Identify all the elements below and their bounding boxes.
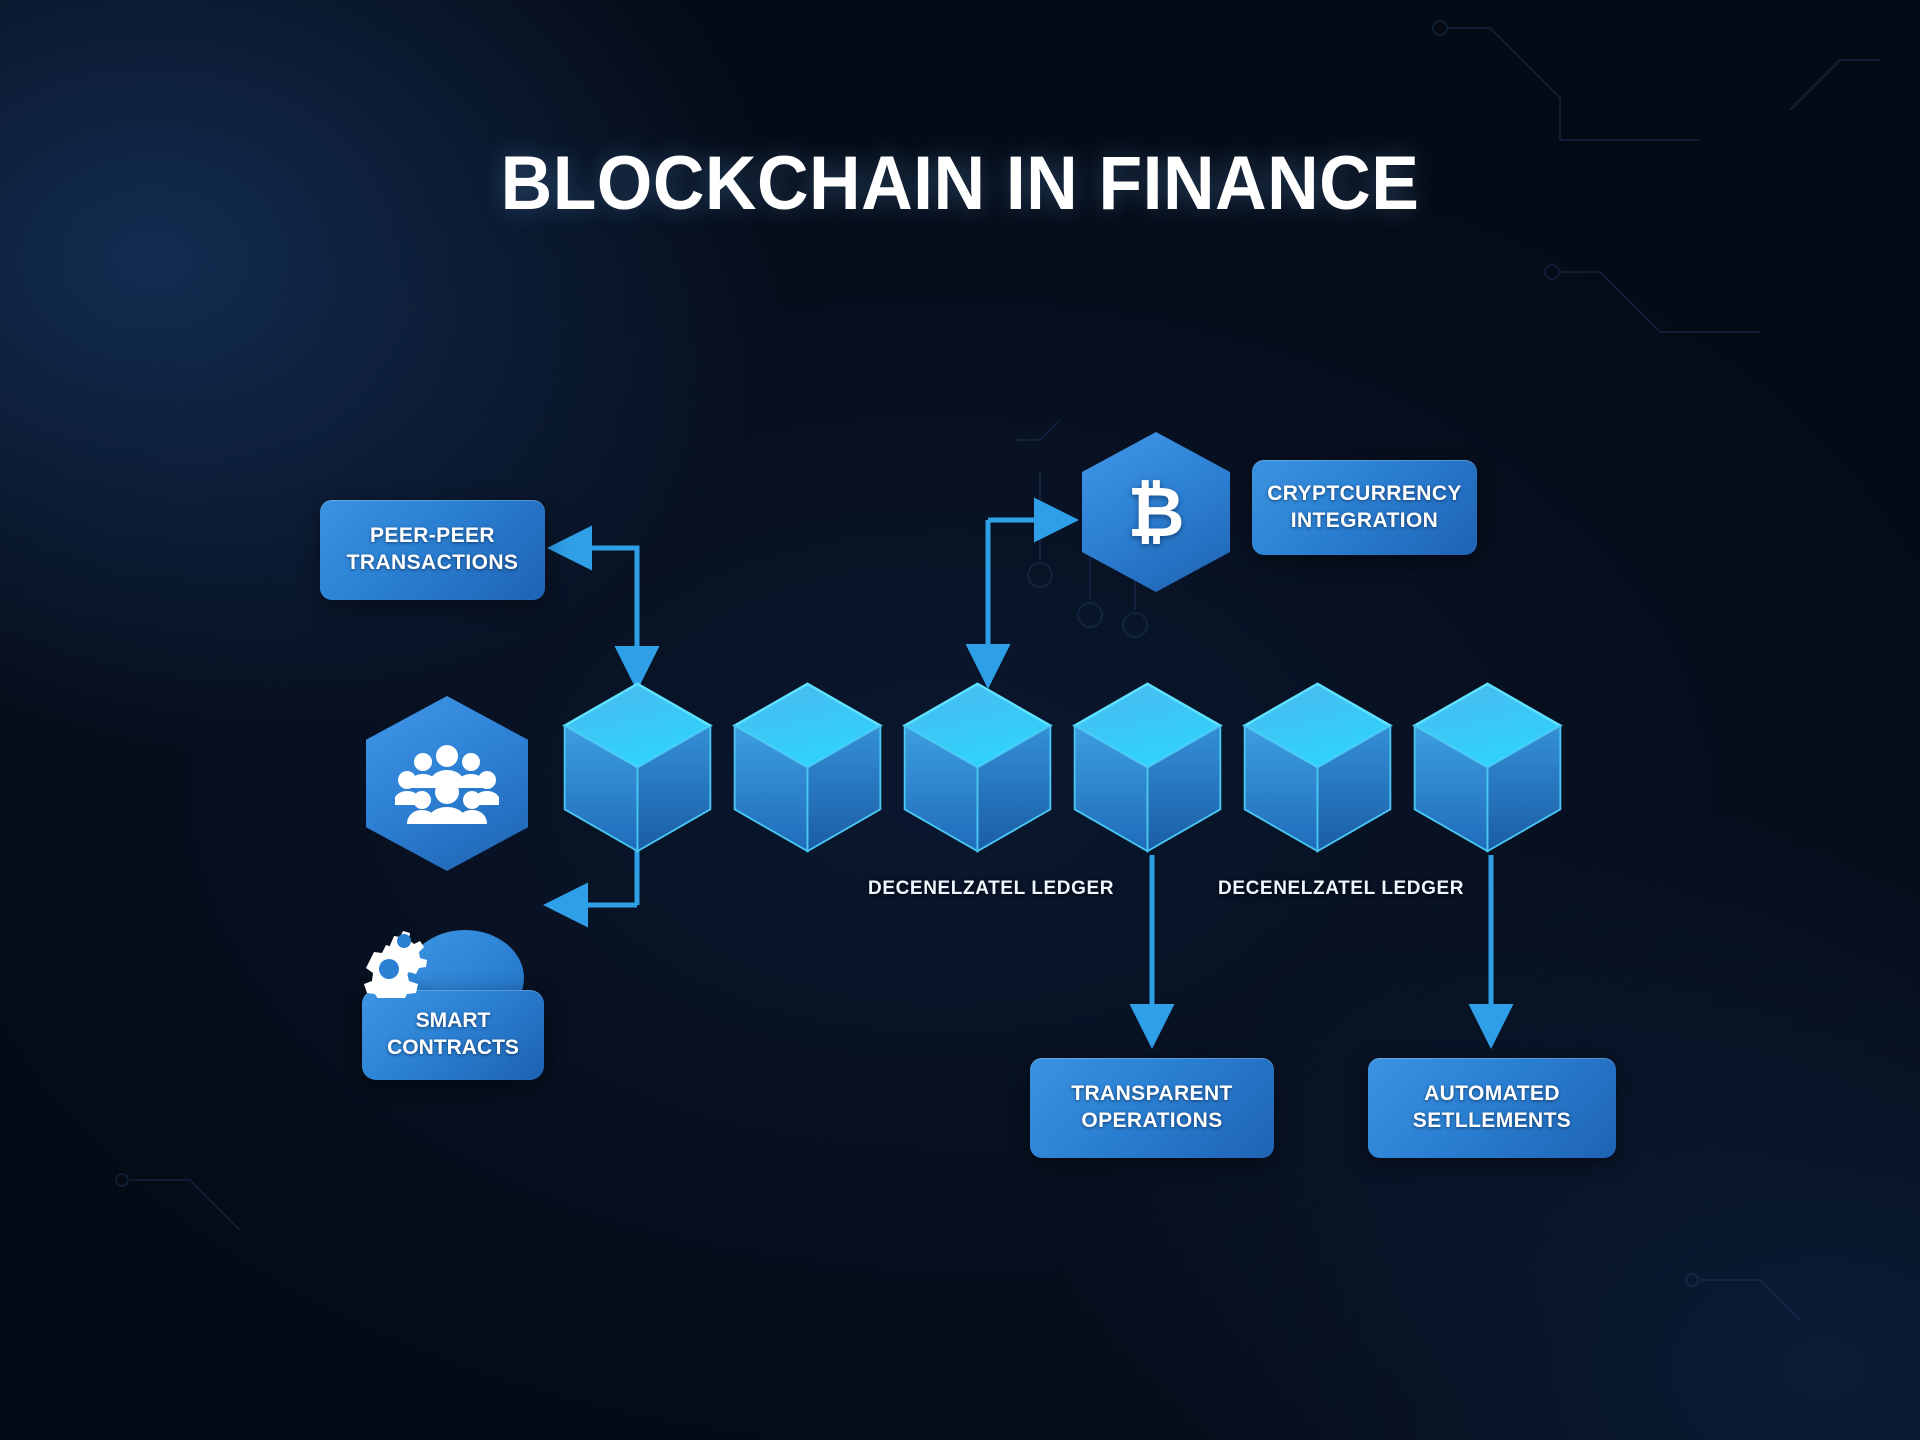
blockchain-cube[interactable] (900, 680, 1055, 855)
peer-peer-line1: PEER-PEER (370, 524, 495, 548)
peer-peer-transactions-box[interactable]: PEER-PEER TRANSACTIONS (320, 500, 545, 600)
transparent-operations-box[interactable]: TRANSPARENT OPERATIONS (1030, 1058, 1274, 1158)
transparent-line2: OPERATIONS (1081, 1109, 1223, 1132)
smart-contracts-box[interactable]: SMART CONTRACTS (362, 990, 544, 1080)
crypto-line1: CRYPTCURRENCY (1267, 481, 1462, 505)
people-group-icon[interactable] (366, 696, 528, 871)
automated-line2: SETLLEMENTS (1412, 1109, 1572, 1132)
people-group-glyph (395, 744, 499, 824)
page-title: BLOCKCHAIN IN FINANCE (500, 141, 1420, 226)
crypto-line2: INTEGRATION (1290, 508, 1439, 532)
blockchain-cube[interactable] (1240, 680, 1395, 855)
bitcoin-icon[interactable]: ₿ (1082, 432, 1230, 592)
bitcoin-glyph: ₿ (1127, 473, 1185, 551)
cryptcurrency-integration-box[interactable]: CRYPTCURRENCY INTEGRATION (1252, 460, 1477, 555)
smart-contracts-line2: CONTRACTS (387, 1036, 519, 1059)
gears-icon (364, 931, 427, 998)
ledger-label: DECENELZATEL LEDGER (1218, 878, 1465, 899)
transparent-line1: TRANSPARENT (1071, 1082, 1233, 1106)
ledger-label: DECENELZATEL LEDGER (868, 878, 1115, 899)
blockchain-cube[interactable] (560, 680, 715, 855)
blockchain-cube[interactable] (730, 680, 885, 855)
automated-line1: AUTOMATED (1424, 1082, 1560, 1106)
automated-settlements-box[interactable]: AUTOMATED SETLLEMENTS (1368, 1058, 1616, 1158)
smart-contracts-line1: SMART (415, 1009, 491, 1033)
smart-contracts-node[interactable]: SMART CONTRACTS (362, 930, 544, 1080)
peer-peer-line2: TRANSACTIONS (346, 551, 519, 574)
blockchain-cube[interactable] (1410, 680, 1565, 855)
blockchain-cube[interactable] (1070, 680, 1225, 855)
